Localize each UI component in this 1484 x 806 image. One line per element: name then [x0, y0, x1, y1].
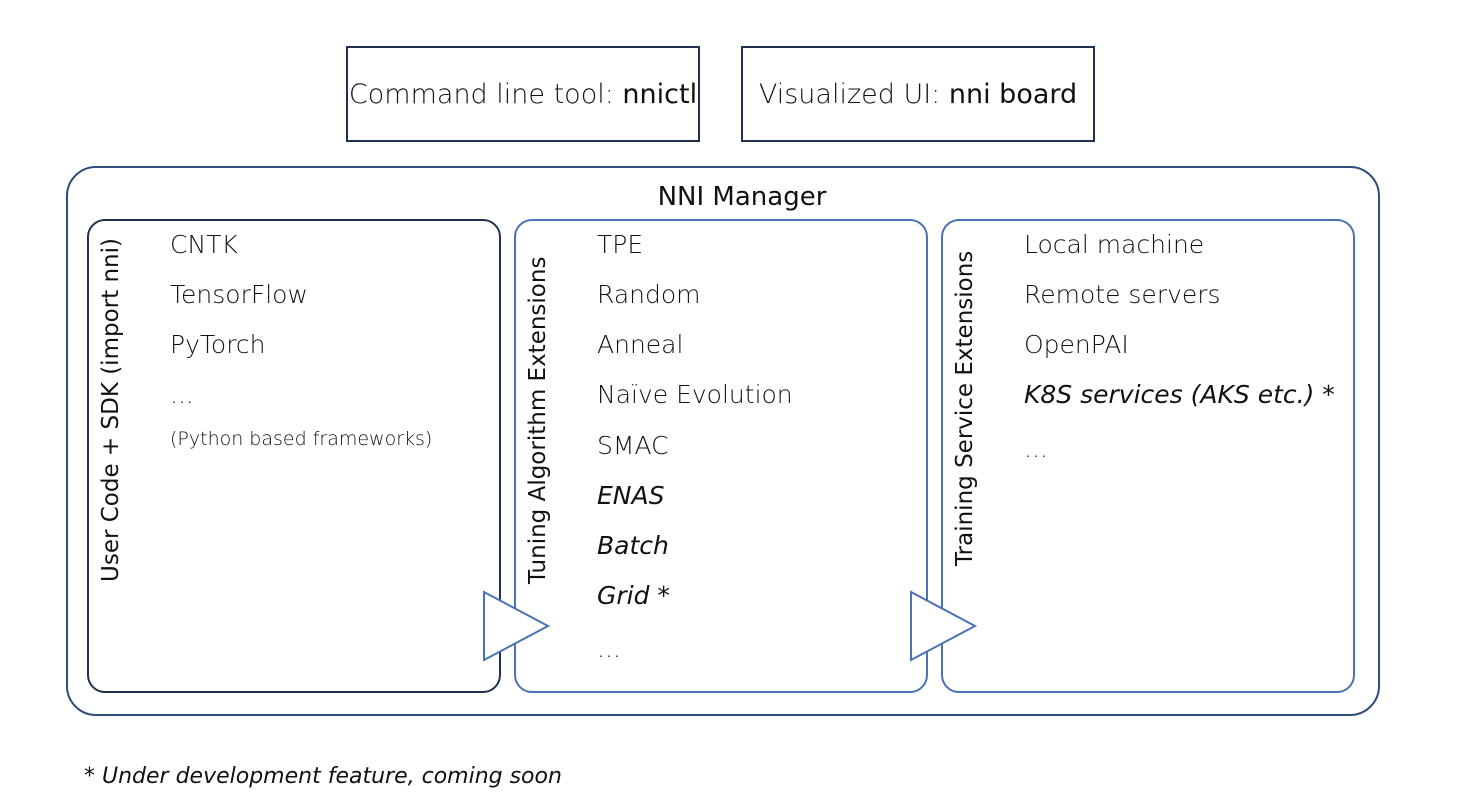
- algorithm-item: Anneal: [597, 330, 684, 359]
- tuning-algorithm-panel: [514, 219, 928, 693]
- training-service-panel: [941, 219, 1355, 693]
- cli-tool-prefix: Command line tool:: [348, 78, 614, 110]
- algorithm-item: SMAC: [597, 431, 669, 460]
- service-item: Local machine: [1024, 230, 1205, 259]
- algorithm-item: Naïve Evolution: [597, 380, 793, 409]
- framework-item: ...: [170, 380, 194, 409]
- algorithm-item: Random: [597, 280, 701, 309]
- algorithm-item: Grid *: [597, 581, 670, 610]
- service-item: Remote servers: [1024, 280, 1221, 309]
- framework-note: (Python based frameworks): [170, 428, 433, 450]
- service-item: ...: [1024, 434, 1048, 463]
- framework-item: CNTK: [170, 230, 238, 259]
- web-ui-box: Visualized UI: nni board: [741, 46, 1095, 142]
- service-item: K8S services (AKS etc.) *: [1024, 380, 1335, 409]
- framework-item: TensorFlow: [170, 280, 308, 309]
- nni-manager-container: [66, 166, 1380, 716]
- nni-manager-title: NNI Manager: [657, 182, 827, 212]
- user-code-panel: [87, 219, 501, 693]
- service-item: OpenPAI: [1024, 330, 1129, 359]
- algorithm-item: TPE: [597, 230, 644, 259]
- arrow-right-icon: [483, 590, 551, 662]
- cli-tool-box: Command line tool: nnictl: [346, 46, 700, 142]
- user-code-label: User Code + SDK (import nni): [98, 238, 124, 582]
- tuning-algorithm-label: Tuning Algorithm Extensions: [525, 256, 551, 584]
- algorithm-item: ...: [597, 634, 621, 663]
- framework-item: PyTorch: [170, 330, 266, 359]
- arrow-right-icon: [910, 590, 978, 662]
- footnote: * Under development feature, coming soon: [84, 764, 562, 789]
- cli-tool-name: nnictl: [622, 78, 698, 110]
- web-ui-prefix: Visualized UI:: [758, 78, 941, 110]
- algorithm-item: ENAS: [597, 481, 665, 510]
- web-ui-name: nni board: [948, 78, 1078, 110]
- training-service-label: Training Service Extensions: [952, 250, 978, 566]
- algorithm-item: Batch: [597, 531, 669, 560]
